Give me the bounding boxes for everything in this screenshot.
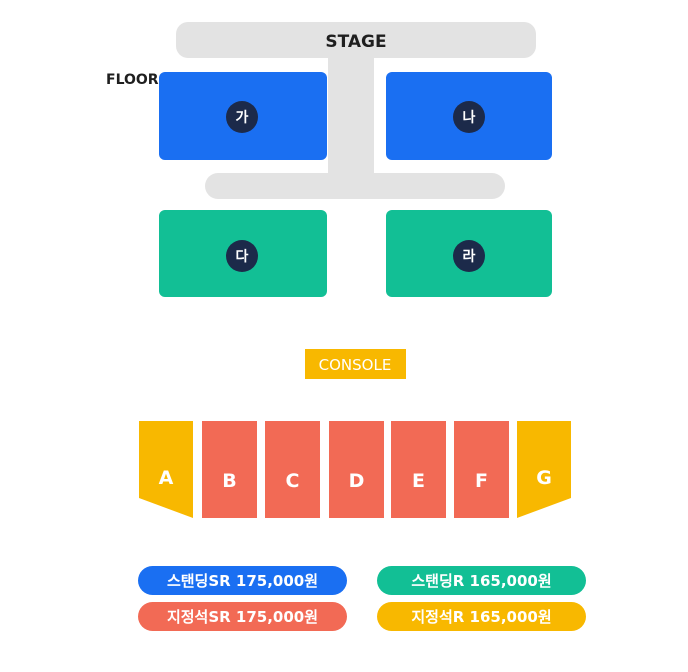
price-pill-reserved-r-label: 지정석R 165,000원 bbox=[411, 608, 551, 626]
seating-block-d-shape bbox=[329, 421, 384, 518]
floor-section-ra-badge bbox=[453, 240, 485, 272]
price-pill-reserved-sr: 지정석SR 175,000원 bbox=[138, 602, 347, 631]
seating-block-a-label: A bbox=[159, 467, 174, 489]
stage-bar bbox=[176, 22, 536, 58]
price-pill-standing-sr-bg bbox=[138, 566, 347, 595]
seating-block-f-label: F bbox=[475, 470, 488, 492]
floor-section-ga[interactable]: 가 bbox=[159, 72, 327, 160]
price-pill-reserved-r-bg bbox=[377, 602, 586, 631]
seating-block-g-label: G bbox=[536, 467, 552, 489]
seating-block-g-shape bbox=[517, 421, 571, 518]
seating-block-f[interactable]: F bbox=[454, 421, 509, 518]
stage-runway bbox=[328, 50, 374, 180]
seating-block-d-label: D bbox=[349, 470, 365, 492]
seating-block-a[interactable]: A bbox=[139, 421, 193, 518]
console-label: CONSOLE bbox=[319, 356, 392, 374]
seating-block-e-shape bbox=[391, 421, 446, 518]
floor-section-ga-label: 가 bbox=[236, 110, 249, 126]
seating-block-b-label: B bbox=[222, 470, 236, 492]
seating-block-g[interactable]: G bbox=[517, 421, 571, 518]
price-pill-standing-r: 스탠딩R 165,000원 bbox=[377, 566, 586, 595]
seating-block-c-shape bbox=[265, 421, 320, 518]
console-box bbox=[305, 349, 406, 379]
seating-block-e-label: E bbox=[412, 470, 425, 492]
price-pill-reserved-sr-label: 지정석SR 175,000원 bbox=[167, 608, 318, 626]
stage-crossbar bbox=[205, 173, 505, 199]
floor-section-ra[interactable]: 라 bbox=[386, 210, 552, 297]
floor-section-ra-label: 라 bbox=[463, 249, 476, 265]
floor-label: FLOOR bbox=[106, 72, 159, 88]
seating-block-b-shape bbox=[202, 421, 257, 518]
floor-section-da[interactable]: 다 bbox=[159, 210, 327, 297]
stage-label: STAGE bbox=[325, 32, 386, 52]
seating-block-e[interactable]: E bbox=[391, 421, 446, 518]
price-legend: 스탠딩SR 175,000원 스탠딩R 165,000원 지정석SR 175,0… bbox=[138, 566, 586, 631]
price-pill-standing-r-bg bbox=[377, 566, 586, 595]
price-pill-standing-r-label: 스탠딩R 165,000원 bbox=[411, 572, 551, 590]
seating-block-d[interactable]: D bbox=[329, 421, 384, 518]
floor-section-na[interactable]: 나 bbox=[386, 72, 552, 160]
console: CONSOLE bbox=[305, 349, 406, 379]
floor-section-da-label: 다 bbox=[236, 249, 249, 265]
seating-block-f-shape bbox=[454, 421, 509, 518]
floor-section-ga-badge bbox=[226, 101, 258, 133]
seating-block-a-shape bbox=[139, 421, 193, 518]
price-pill-reserved-r: 지정석R 165,000원 bbox=[377, 602, 586, 631]
floor-section-da-badge bbox=[226, 240, 258, 272]
price-pill-standing-sr: 스탠딩SR 175,000원 bbox=[138, 566, 347, 595]
seating-block-c-label: C bbox=[286, 470, 300, 492]
seating-block-c[interactable]: C bbox=[265, 421, 320, 518]
price-pill-reserved-sr-bg bbox=[138, 602, 347, 631]
seating-block-b[interactable]: B bbox=[202, 421, 257, 518]
floor-section-na-badge bbox=[453, 101, 485, 133]
floor-section-na-label: 나 bbox=[463, 110, 476, 126]
price-pill-standing-sr-label: 스탠딩SR 175,000원 bbox=[167, 572, 318, 590]
stage-area: STAGE bbox=[176, 22, 536, 199]
